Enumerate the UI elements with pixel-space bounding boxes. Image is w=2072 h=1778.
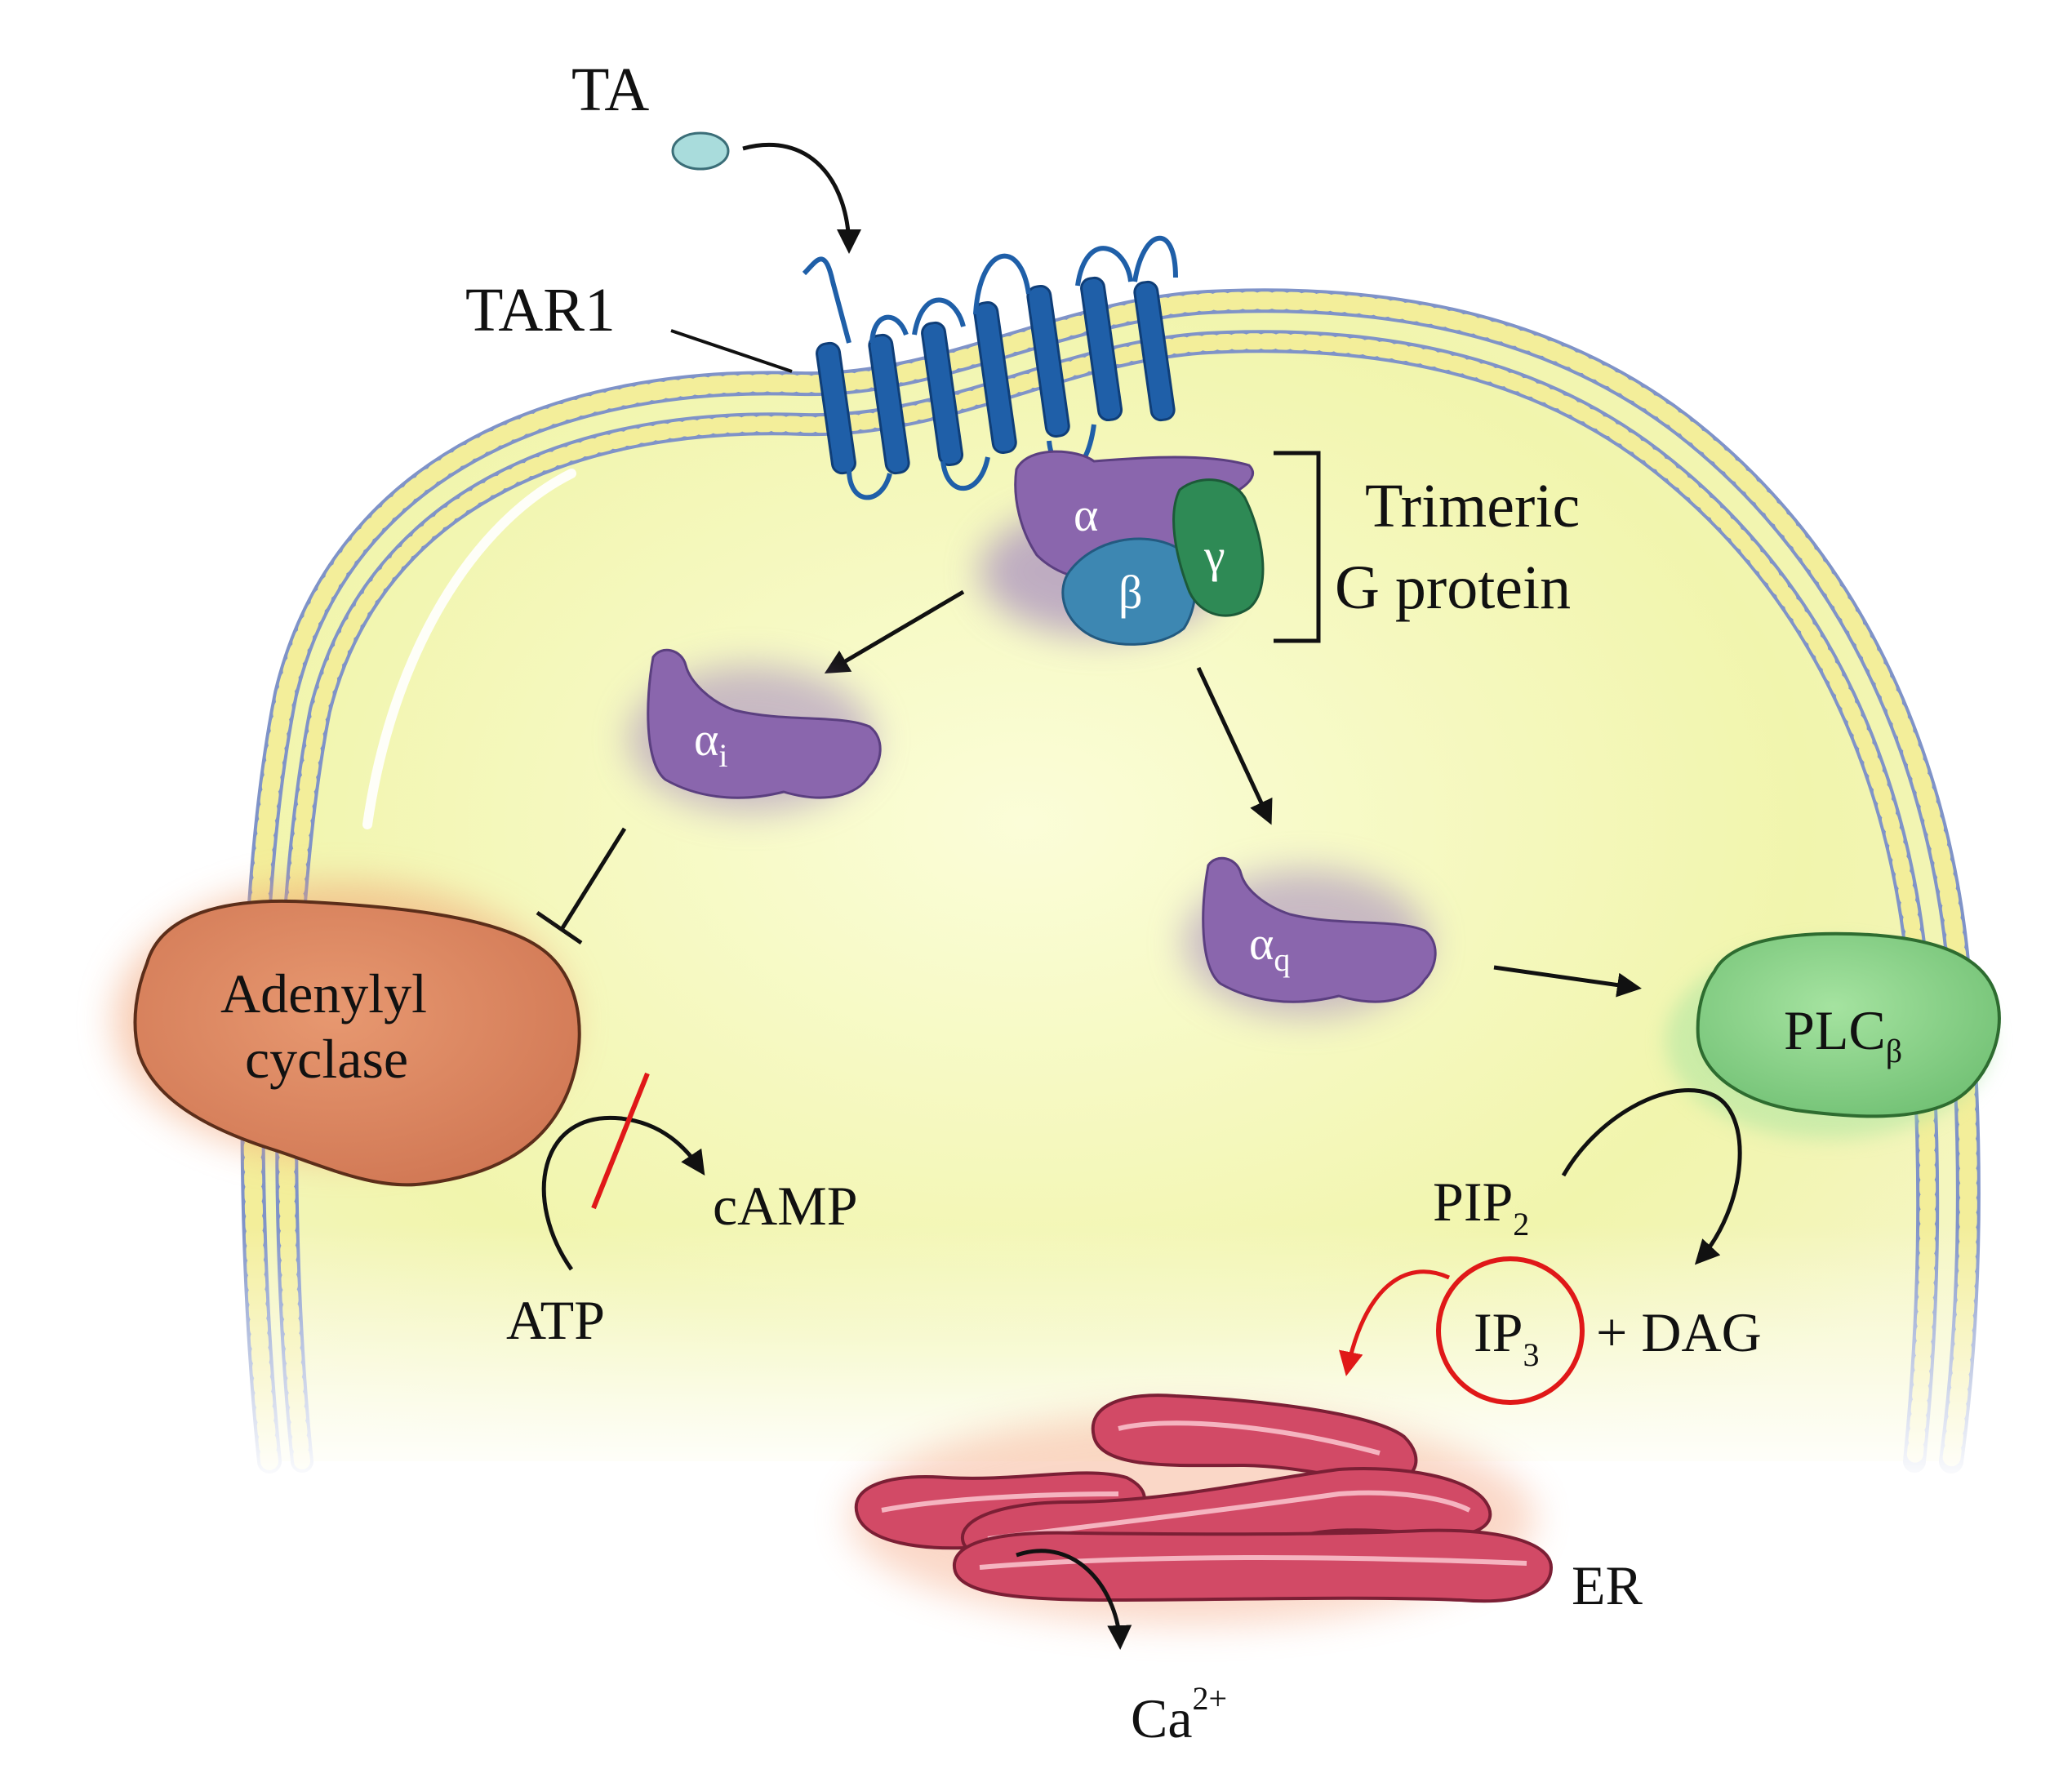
alpha-q-subunit: αq — [1184, 856, 1437, 1016]
tar1-pointer-line — [670, 329, 793, 373]
arrow-to-alpha-q — [1196, 666, 1273, 825]
tar1-label: TAR1 — [465, 276, 616, 344]
ta-ligand-icon — [671, 131, 730, 171]
adenylyl-cyclase: Adenylyl cyclase — [114, 882, 581, 1187]
g-alpha-label: α — [1074, 488, 1098, 541]
er-cisterna-bottom — [952, 1528, 1554, 1603]
g-protein-bracket — [1274, 451, 1321, 643]
inhibition-arrow — [558, 827, 627, 932]
alpha-i-subunit: αi — [629, 648, 882, 812]
ip3-to-er-arrow — [1339, 1269, 1451, 1376]
blocked-mark — [591, 1072, 650, 1210]
alpha-q-icon — [1202, 856, 1437, 1003]
inhibition-bar — [536, 910, 583, 945]
endoplasmic-reticulum — [849, 1394, 1554, 1625]
ta-binding-arrow — [742, 142, 861, 254]
alpha-i-label: αi — [694, 713, 728, 774]
adenylyl-cyclase-icon — [133, 899, 581, 1187]
ip3-highlight-circle — [1436, 1256, 1585, 1405]
g-beta-subunit-icon — [1061, 537, 1197, 646]
g-beta-label: β — [1118, 566, 1143, 619]
tar1-receptor-icon — [802, 235, 1178, 500]
g-gamma-subunit-icon — [1172, 478, 1265, 617]
alpha-q-label: αq — [1249, 917, 1290, 978]
camp-label: cAMP — [713, 1175, 858, 1237]
arrow-to-plc — [1493, 965, 1642, 998]
plc-beta: PLCβ — [1665, 931, 2001, 1139]
trimeric-g-protein: α β γ — [980, 450, 1265, 646]
cell-highlight — [362, 469, 576, 829]
ta-label: TA — [571, 56, 649, 124]
pip2-cleavage-arrow — [1561, 1088, 1742, 1265]
dag-label: + DAG — [1596, 1301, 1762, 1363]
alpha-i-icon — [647, 648, 882, 799]
ca-label: Ca2+ — [1131, 1680, 1227, 1749]
ca-release-arrow — [1016, 1549, 1132, 1650]
trimeric-label: Trimeric — [1365, 472, 1580, 540]
adenylyl-label: Adenylyl — [220, 962, 427, 1025]
er-label: ER — [1572, 1554, 1643, 1616]
er-cisterna-top — [1091, 1394, 1418, 1484]
pip2-label: PIP2 — [1433, 1171, 1529, 1242]
g-protein-label: G protein — [1335, 553, 1571, 622]
cyclase-label: cyclase — [245, 1028, 408, 1090]
plc-beta-icon — [1696, 931, 2001, 1118]
g-gamma-label: γ — [1203, 529, 1225, 582]
atp-label: ATP — [506, 1289, 605, 1351]
arrow-to-alpha-i — [824, 589, 965, 674]
atp-to-camp-arrow — [541, 1115, 705, 1271]
plc-label: PLCβ — [1784, 999, 1902, 1069]
ip3-label: IP3 — [1474, 1301, 1539, 1373]
